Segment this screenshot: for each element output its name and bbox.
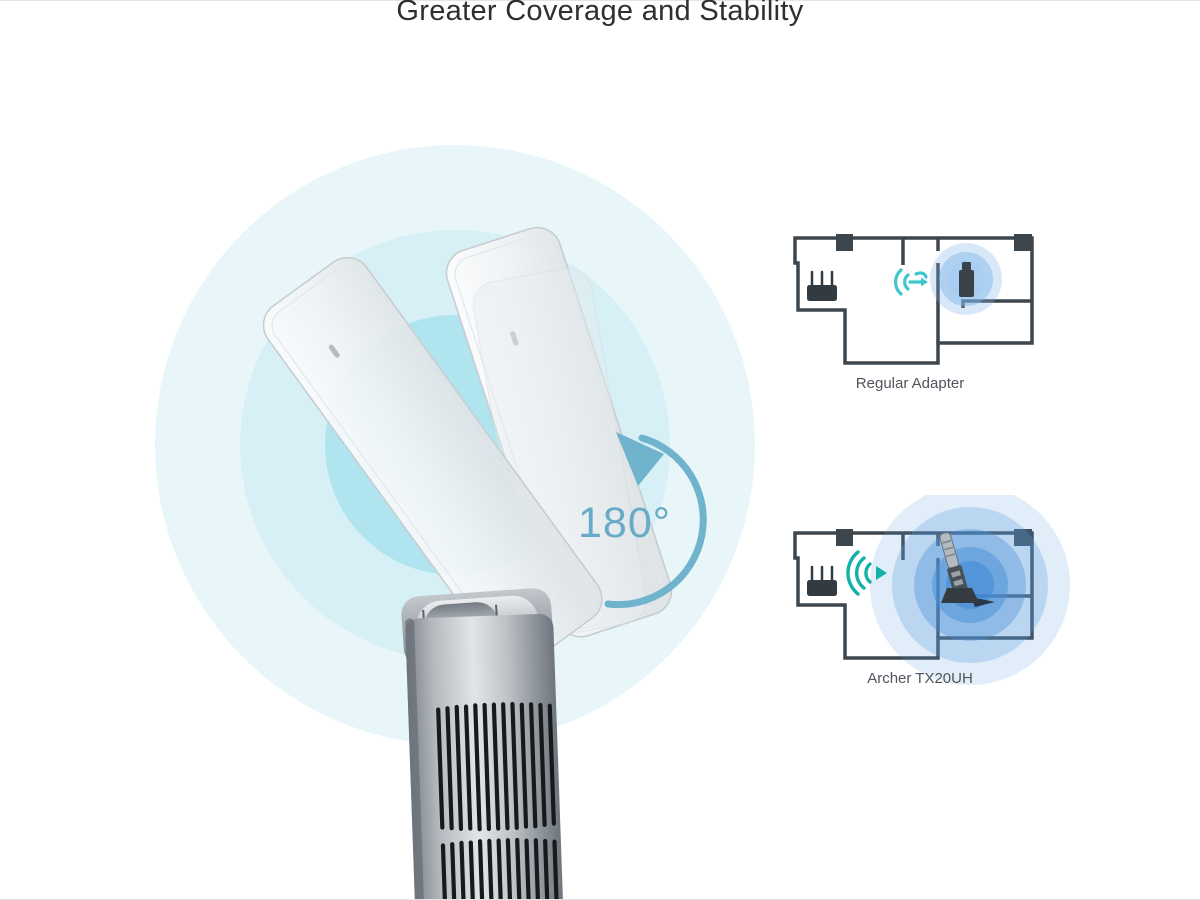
rotation-arrow-icon <box>604 432 707 609</box>
antenna-blade-left <box>262 256 603 668</box>
rotation-angle-label: 180° <box>578 499 671 547</box>
floorplan-archer-tx20uh <box>793 495 1070 685</box>
antenna-blade-right <box>445 226 673 638</box>
page-title: Greater Coverage and Stability <box>396 0 804 27</box>
product-rotation-illustration <box>155 145 755 900</box>
floorplan-caption-archer: Archer TX20UH <box>867 670 973 687</box>
adapter-cradle <box>941 588 979 603</box>
usb-adapter-icon <box>959 262 974 297</box>
router-icon <box>807 565 837 596</box>
blade-marking <box>328 344 340 358</box>
wifi-weak-signal-icon <box>894 268 928 296</box>
wifi-strong-signal-icon <box>846 550 887 596</box>
archer-adapter-icon <box>939 532 995 607</box>
floorplan-regular-adapter <box>793 234 1034 365</box>
blade-marking <box>510 331 519 346</box>
floorplan-caption-regular: Regular Adapter <box>855 375 965 392</box>
floorplan-walls <box>793 236 1034 365</box>
floorplan-door-blocks <box>836 529 1032 546</box>
vent-grille <box>436 701 560 900</box>
top-border-line <box>0 0 1200 1</box>
adapter-body <box>405 614 564 900</box>
router-icon <box>807 270 837 301</box>
floorplan-door-blocks <box>836 234 1032 251</box>
